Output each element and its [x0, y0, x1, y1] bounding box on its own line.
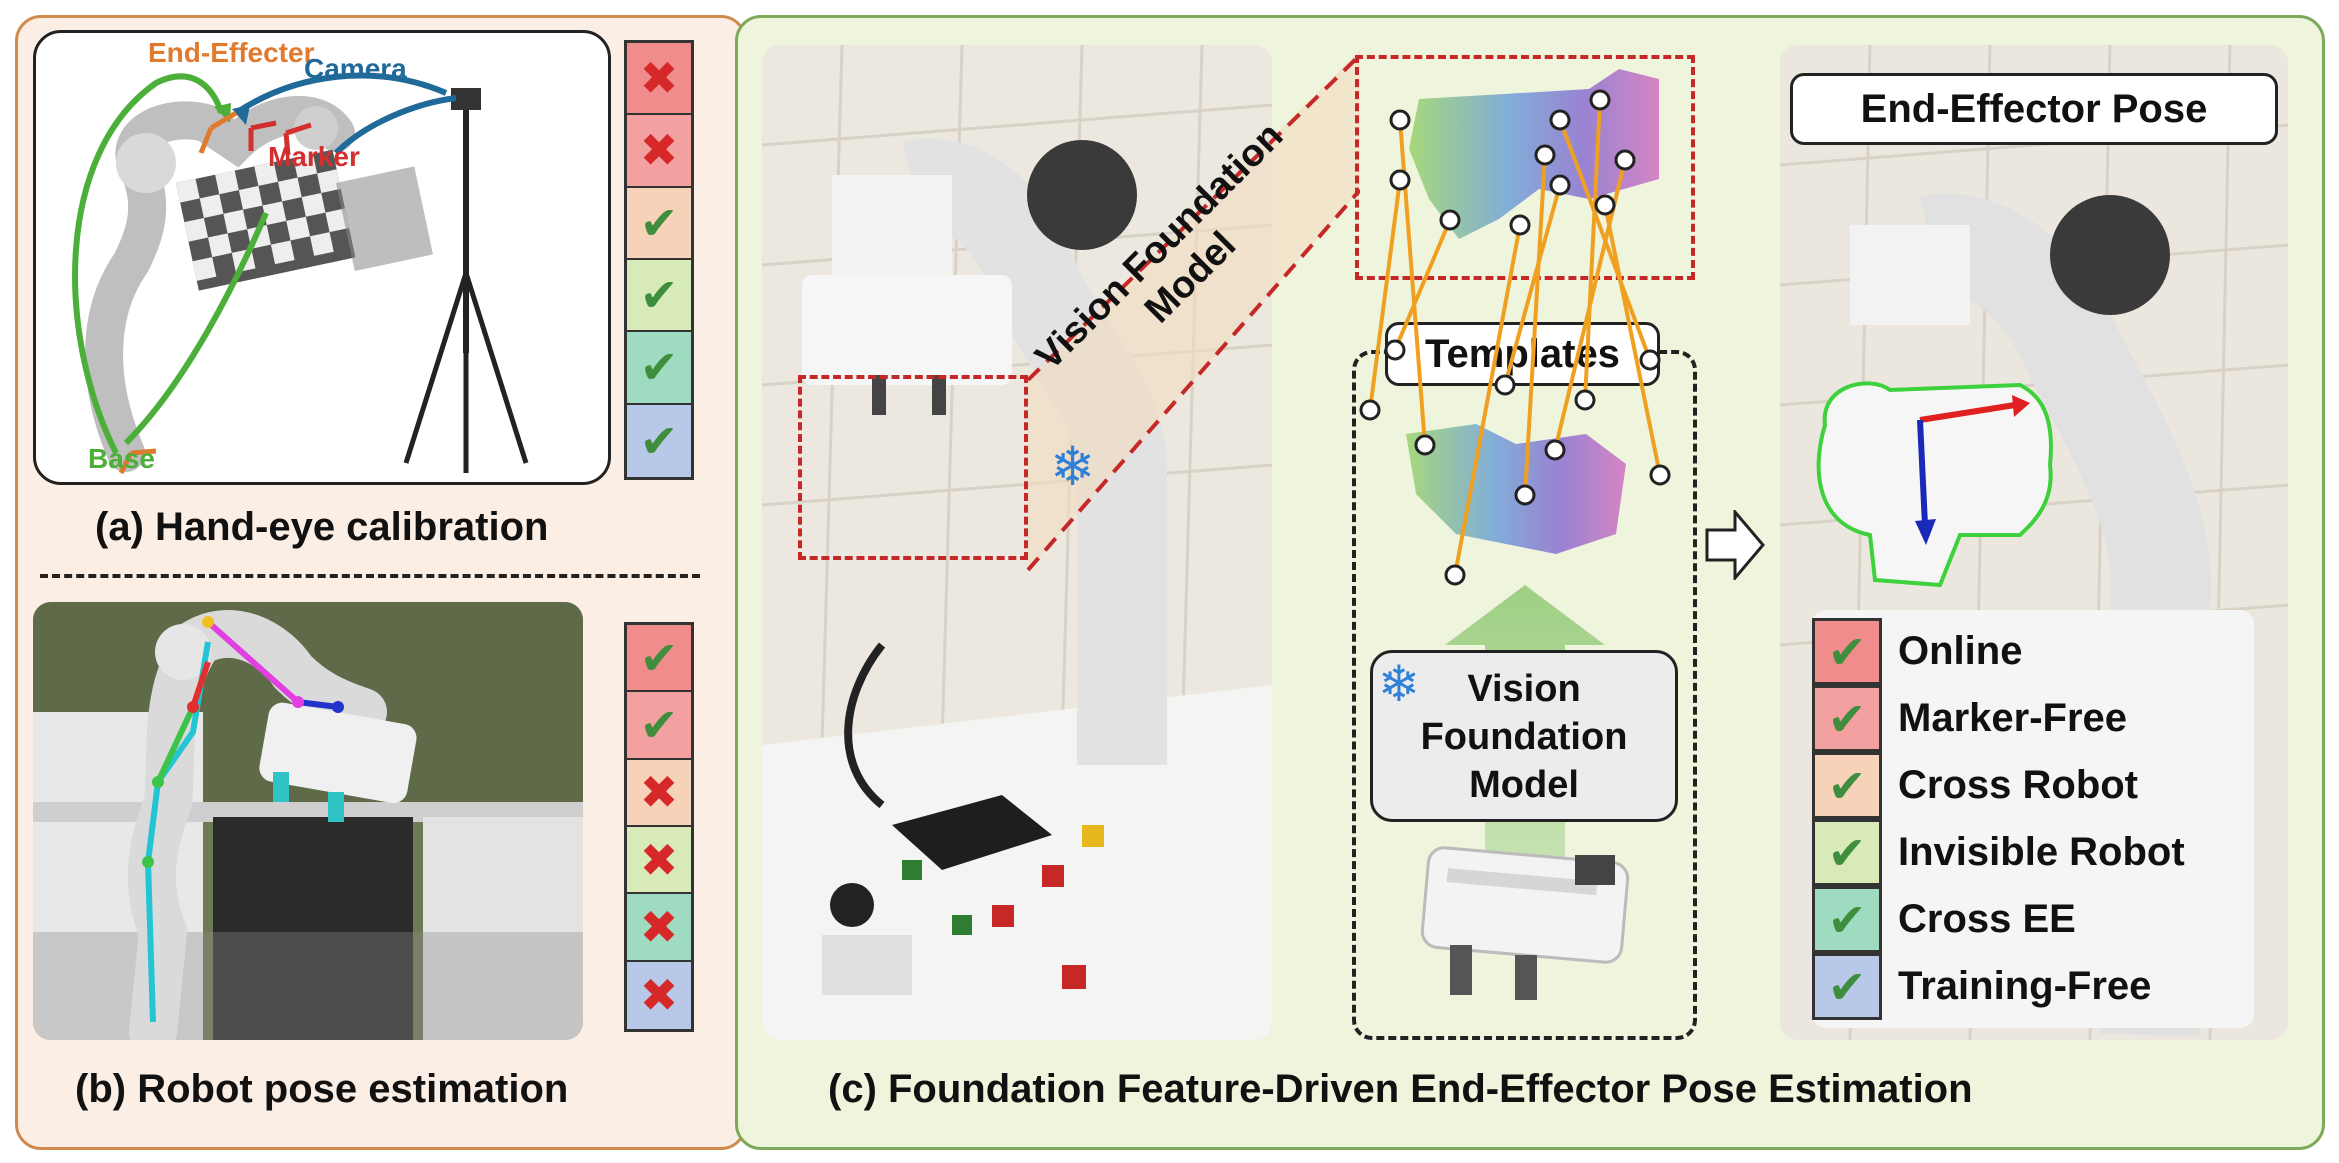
- check-icon: ✔: [1827, 960, 1867, 1013]
- pose-title: End-Effector Pose: [1790, 73, 2278, 145]
- legend-check-box: ✔: [1812, 685, 1882, 752]
- panel-c-caption: (c) Foundation Feature-Driven End-Effect…: [828, 1067, 1973, 1111]
- hand-eye-checklist: ✖ ✖ ✔ ✔ ✔ ✔: [624, 40, 694, 480]
- end-effector-crop-box: [798, 375, 1028, 560]
- legend-row: ✔ Cross EE: [1812, 886, 2254, 953]
- cross-icon: ✖: [639, 833, 679, 886]
- check-icon: ✔: [639, 414, 679, 467]
- hand-eye-calibration-image: End-Effecter Camera Marker Base: [33, 30, 611, 485]
- legend-row: ✔ Online: [1812, 618, 2254, 685]
- check-icon: ✔: [639, 196, 679, 249]
- check-cell: ✔: [627, 404, 691, 477]
- check-cell: ✔: [627, 692, 691, 760]
- base-label: Base: [88, 443, 155, 474]
- marker-label: Marker: [268, 141, 360, 172]
- legend-label: Cross Robot: [1898, 763, 2138, 807]
- legend-check-box: ✔: [1812, 752, 1882, 819]
- right-arrow-icon: [1705, 510, 1765, 580]
- cross-icon: ✖: [639, 124, 679, 177]
- check-icon: ✔: [639, 631, 679, 684]
- legend-check-box: ✔: [1812, 618, 1882, 685]
- check-icon: ✔: [639, 698, 679, 751]
- cross-cell: ✖: [627, 759, 691, 827]
- panel-divider: [40, 574, 700, 578]
- zoom-wedge: [1026, 50, 1360, 572]
- cross-cell: ✖: [627, 43, 691, 116]
- check-icon: ✔: [1827, 692, 1867, 745]
- capability-legend: ✔ Online ✔ Marker-Free ✔ Cross Robot ✔ Invisibl…: [1812, 610, 2254, 1028]
- legend-check-box: ✔: [1812, 819, 1882, 886]
- check-cell: ✔: [627, 625, 691, 693]
- check-icon: ✔: [1827, 625, 1867, 678]
- cross-icon: ✖: [639, 52, 679, 105]
- check-cell: ✔: [627, 260, 691, 333]
- cross-cell: ✖: [627, 827, 691, 895]
- pose-estimation-checklist: ✔ ✔ ✖ ✖ ✖ ✖: [624, 622, 694, 1032]
- check-icon: ✔: [1827, 826, 1867, 879]
- cross-cell: ✖: [627, 961, 691, 1029]
- cross-cell: ✖: [627, 894, 691, 962]
- legend-check-box: ✔: [1812, 953, 1882, 1020]
- legend-label: Invisible Robot: [1898, 830, 2185, 874]
- cross-icon: ✖: [639, 900, 679, 953]
- legend-row: ✔ Invisible Robot: [1812, 819, 2254, 886]
- panel-b-caption: (b) Robot pose estimation: [75, 1067, 569, 1111]
- cross-icon: ✖: [639, 766, 679, 819]
- check-icon: ✔: [1827, 893, 1867, 946]
- end-effector-render: [1420, 846, 1630, 1000]
- legend-row: ✔ Cross Robot: [1812, 752, 2254, 819]
- check-icon: ✔: [639, 269, 679, 322]
- legend-row: ✔ Training-Free: [1812, 953, 2254, 1020]
- panel-a-caption: (a) Hand-eye calibration: [95, 505, 549, 549]
- legend-label: Marker-Free: [1898, 696, 2128, 740]
- legend-label: Cross EE: [1898, 897, 2076, 941]
- check-cell: ✔: [627, 187, 691, 260]
- legend-row: ✔ Marker-Free: [1812, 685, 2254, 752]
- legend-label: Training-Free: [1898, 964, 2152, 1008]
- end-effecter-label: End-Effecter: [148, 37, 315, 68]
- check-icon: ✔: [639, 341, 679, 394]
- snowflake-icon: ❄: [1050, 437, 1096, 497]
- feature-correspondences: [1359, 89, 1671, 586]
- snowflake-icon: ❄: [1378, 656, 1420, 712]
- camera-label: Camera: [304, 53, 407, 84]
- cross-icon: ✖: [639, 969, 679, 1022]
- legend-label: Online: [1898, 629, 2023, 673]
- legend-check-box: ✔: [1812, 886, 1882, 953]
- robot-pose-estimation-image: [33, 602, 583, 1040]
- vision-foundation-model-box: Vision Foundation Model: [1370, 650, 1678, 822]
- cross-cell: ✖: [627, 115, 691, 188]
- check-cell: ✔: [627, 332, 691, 405]
- check-icon: ✔: [1827, 759, 1867, 812]
